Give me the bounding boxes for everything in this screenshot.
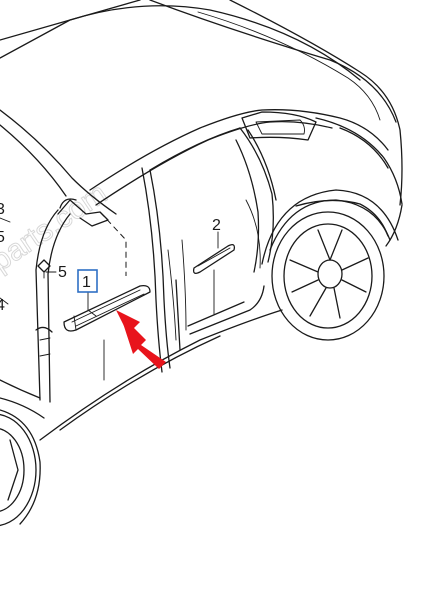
callout-label-5-left[interactable]: 5 [0, 229, 5, 246]
red-pointer-arrow [116, 310, 166, 369]
a-pillar-trim [35, 198, 127, 403]
rear-wheel [261, 189, 399, 341]
watermark-text: parts.com [0, 177, 113, 278]
callout-label-2[interactable]: 2 [212, 217, 221, 234]
callout-label-1[interactable]: 1 [82, 274, 91, 291]
callout-label-5-right[interactable]: 5 [58, 264, 67, 281]
clip-fastener [37, 259, 51, 279]
callout-label-4[interactable]: 4 [0, 297, 5, 314]
rear-door-opening [187, 139, 265, 335]
front-sill-scuff-plate [63, 284, 151, 332]
leader-lines [0, 217, 219, 381]
vehicle-body [0, 0, 403, 441]
callout-label-3[interactable]: 3 [0, 201, 5, 218]
front-door-opening [141, 127, 277, 373]
front-wheel [0, 409, 41, 527]
rear-sill-trim [192, 244, 236, 274]
callout-1-highlight-box [77, 269, 98, 293]
